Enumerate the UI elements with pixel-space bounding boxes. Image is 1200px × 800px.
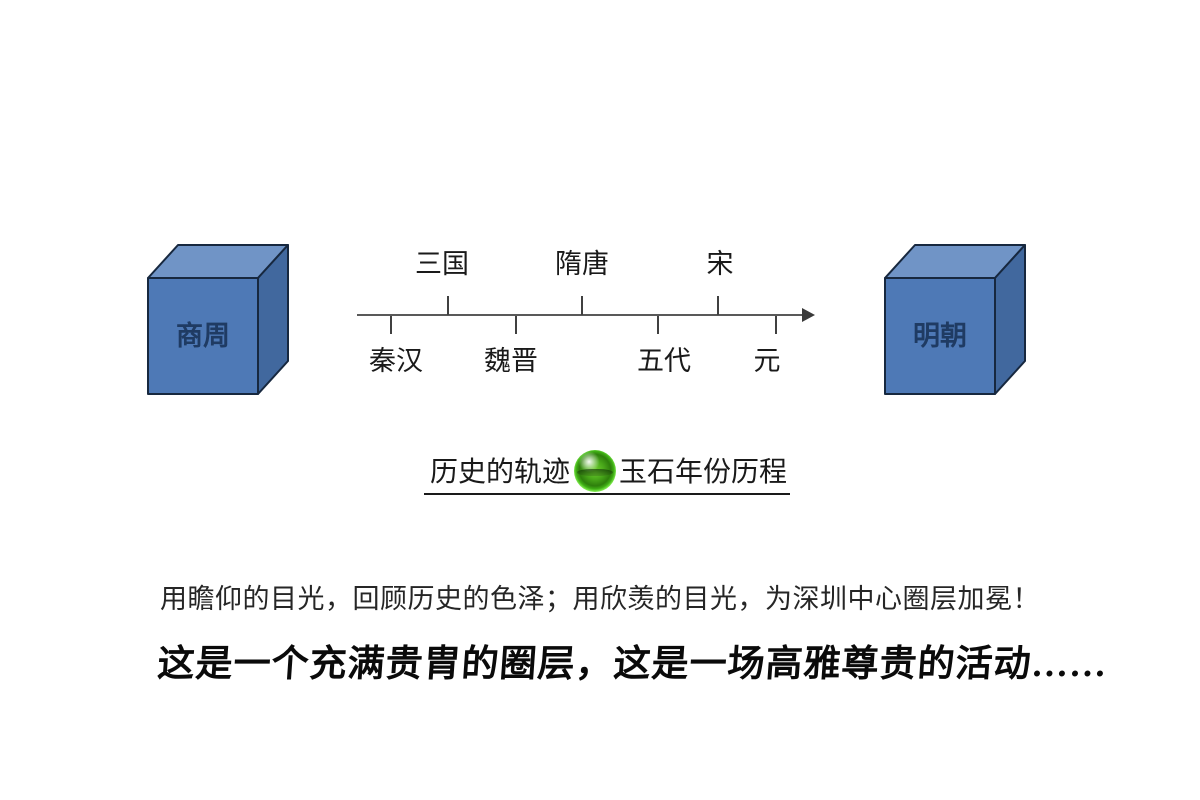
- cube-front-face: [147, 277, 259, 395]
- era-label-wu-dai: 五代: [637, 346, 691, 376]
- calligraphy-tagline: 这是一个充满贵胄的圈层，这是一场高雅尊贵的活动……: [156, 644, 1110, 685]
- body-paragraph: 用瞻仰的目光，回顾历史的色泽；用欣羡的目光，为深圳中心圈层加冕！: [160, 584, 1040, 614]
- cube-shang-zhou: 商周: [147, 244, 289, 395]
- era-label-yuan: 元: [753, 346, 781, 376]
- timeline-axis-line: [357, 314, 806, 316]
- tick-yuan: [775, 316, 777, 334]
- cube-label-ming: 明朝: [913, 321, 967, 351]
- era-label-wei-jin: 魏晋: [484, 346, 538, 376]
- section-caption: 历史的轨迹 玉石年份历程: [424, 448, 791, 495]
- era-label-song: 宋: [706, 249, 734, 279]
- caption-text-left: 历史的轨迹: [430, 456, 571, 487]
- dynasty-timeline: 三国 隋唐 宋 秦汉 魏晋 五代 元: [350, 240, 830, 380]
- caption-text-right: 玉石年份历程: [619, 456, 788, 487]
- cube-label-shang-zhou: 商周: [176, 321, 230, 351]
- jade-orb-icon: [574, 450, 617, 492]
- tick-san-guo: [447, 296, 449, 315]
- tick-song: [717, 296, 719, 315]
- era-label-qin-han: 秦汉: [369, 346, 423, 376]
- tick-wu-dai: [657, 316, 659, 334]
- cube-ming: 明朝: [884, 244, 1026, 395]
- timeline-arrowhead-icon: [802, 308, 815, 322]
- era-label-sui-tang: 隋唐: [555, 249, 609, 279]
- cube-front-face: [884, 277, 996, 395]
- era-label-san-guo: 三国: [415, 249, 469, 279]
- tick-qin-han: [390, 316, 392, 334]
- tick-wei-jin: [515, 316, 517, 334]
- tick-sui-tang: [581, 296, 583, 315]
